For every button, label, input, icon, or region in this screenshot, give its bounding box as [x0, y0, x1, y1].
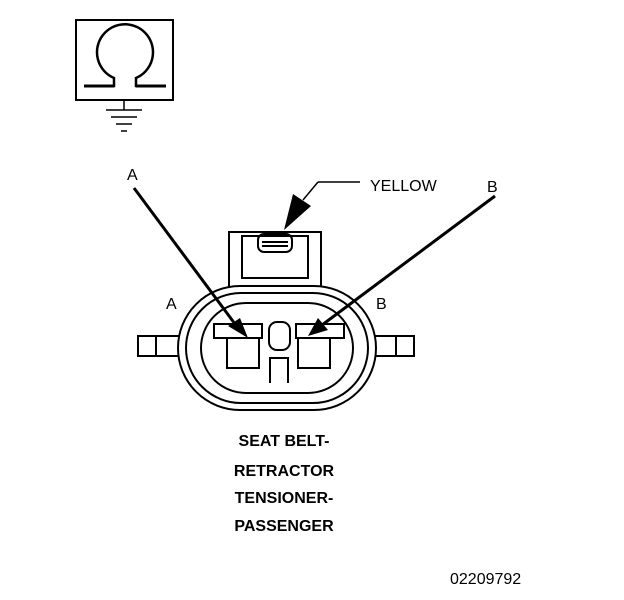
- ohmmeter-icon: [75, 19, 174, 101]
- figure-number: 02209792: [450, 571, 521, 588]
- ground-icon: [106, 100, 142, 132]
- cavity-a-label: A: [166, 296, 177, 313]
- probe-arrow-b: [308, 194, 496, 336]
- caption-line-3: TENSIONER-: [235, 490, 334, 507]
- connector-body: [137, 231, 415, 411]
- caption-line-4: PASSENGER: [234, 518, 334, 535]
- wire-color-label: YELLOW: [370, 178, 438, 195]
- caption-line-1: SEAT BELT-: [239, 433, 330, 450]
- arrow-a-label: A: [127, 167, 138, 184]
- wire-color-leader: [284, 181, 360, 230]
- arrow-b-label: B: [487, 179, 498, 196]
- probe-arrow-a: [132, 187, 248, 338]
- cavity-b-label: B: [376, 296, 387, 313]
- caption-line-2: RETRACTOR: [234, 463, 335, 480]
